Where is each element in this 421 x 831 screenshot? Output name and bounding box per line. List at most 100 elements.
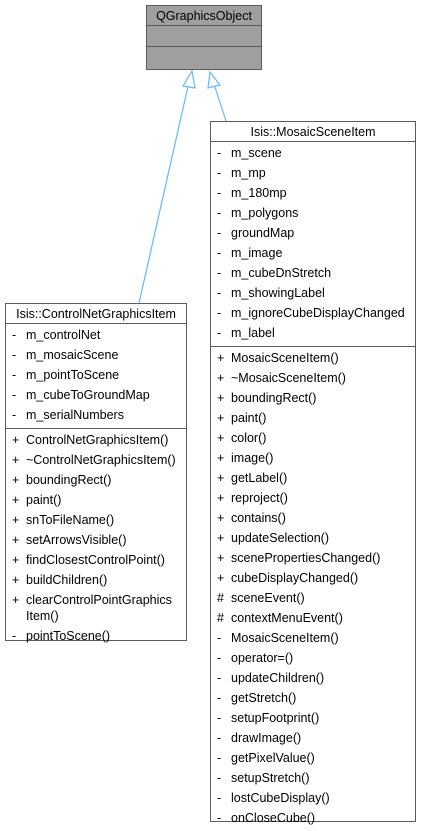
member-name: scenePropertiesChanged() (231, 551, 381, 565)
attribute-row[interactable]: -m_controlNet (6, 325, 186, 345)
methods-section: + MosaicSceneItem() + ~MosaicSceneItem() +bo… (211, 347, 415, 831)
method-row[interactable]: + reproject() (211, 488, 415, 508)
method-row[interactable]: +paint() (211, 408, 415, 428)
method-row[interactable]: -onCloseCube() (211, 808, 415, 828)
class-box-qgraphicsobject[interactable]: QGraphicsObject (146, 5, 262, 70)
member-name: ~MosaicSceneItem() (231, 371, 346, 385)
member-name: operator=() (231, 651, 294, 665)
member-name: m_mosaicScene (26, 348, 119, 362)
visibility-marker: + (217, 451, 225, 465)
member-name: snToFileName() (26, 513, 115, 527)
attribute-row[interactable]: -m_scene (211, 143, 415, 163)
visibility-marker: + (217, 351, 225, 365)
visibility-marker: - (12, 328, 17, 342)
class-box-control-net-graphics-item[interactable]: Isis::ControlNetGraphicsItem -m_controlN… (5, 303, 187, 643)
visibility-marker: - (217, 186, 222, 200)
method-row[interactable]: +clearControlPointGraphics Item() (6, 590, 186, 626)
method-row[interactable]: +scenePropertiesChanged() (211, 548, 415, 568)
method-row[interactable]: -updateChildren() (211, 668, 415, 688)
attribute-row[interactable]: -groundMap (211, 223, 415, 243)
method-row[interactable]: + ~MosaicSceneItem() (211, 368, 415, 388)
method-row[interactable]: +updateSelection() (211, 528, 415, 548)
member-name: lostCubeDisplay() (231, 791, 330, 805)
attributes-section: -m_controlNet-m_mosaicScene-m_pointToSce… (6, 324, 186, 429)
method-row[interactable]: -MosaicSceneItem() (211, 628, 415, 648)
method-row[interactable]: -getPixelValue() (211, 748, 415, 768)
visibility-marker: + (217, 371, 225, 385)
attribute-row[interactable]: -m_image (211, 243, 415, 263)
attribute-row[interactable]: -m_cubeToGroundMap (6, 385, 186, 405)
attribute-row[interactable]: -m_polygons (211, 203, 415, 223)
member-name: findClosestControlPoint() (26, 553, 165, 567)
method-row[interactable]: -lostCubeDisplay() (211, 788, 415, 808)
visibility-marker: - (217, 811, 222, 825)
member-name: setArrowsVisible() (26, 533, 127, 547)
method-row[interactable]: +snToFileName() (6, 510, 186, 530)
visibility-marker: + (12, 473, 20, 487)
attribute-row[interactable]: -m_ignoreCubeDisplayChanged (211, 303, 415, 323)
visibility-marker: + (217, 531, 225, 545)
visibility-marker: + (217, 431, 225, 445)
attribute-row[interactable]: -m_mp (211, 163, 415, 183)
method-row[interactable]: -drawImage() (211, 728, 415, 748)
attribute-row[interactable]: -m_cubeDnStretch (211, 263, 415, 283)
empty-attributes-section (147, 26, 261, 47)
visibility-marker: - (217, 246, 222, 260)
method-row[interactable]: +boundingRect() (6, 470, 186, 490)
member-name: getLabel() (231, 471, 288, 485)
attribute-row[interactable]: -m_mosaicScene (6, 345, 186, 365)
visibility-marker: - (217, 771, 222, 785)
method-row[interactable]: +findClosestControlPoint() (6, 550, 186, 570)
member-name: getPixelValue() (231, 751, 315, 765)
member-name: getStretch() (231, 691, 297, 705)
method-row[interactable]: +boundingRect() (211, 388, 415, 408)
visibility-marker: - (217, 266, 222, 280)
member-name: reproject() (231, 491, 288, 505)
visibility-marker: + (217, 491, 225, 505)
member-name: m_180mp (231, 186, 287, 200)
visibility-marker: + (217, 411, 225, 425)
visibility-marker: - (12, 388, 17, 402)
method-row[interactable]: + image() (211, 448, 415, 468)
member-name: m_showingLabel (231, 286, 325, 300)
method-row[interactable]: +contains() (211, 508, 415, 528)
class-box-mosaic-scene-item[interactable]: Isis::MosaicSceneItem -m_scene-m_mp-m_18… (210, 121, 416, 825)
method-row[interactable]: -pointToScene() (6, 626, 186, 646)
member-name: MosaicSceneItem() (231, 631, 339, 645)
visibility-marker: - (12, 348, 17, 362)
method-row[interactable]: -setupFootprint() (211, 708, 415, 728)
attribute-row[interactable]: -m_label (211, 323, 415, 343)
member-name: setupStretch() (231, 771, 310, 785)
method-row[interactable]: +paint() (6, 490, 186, 510)
method-row[interactable]: + getLabel() (211, 468, 415, 488)
attribute-row[interactable]: -m_showingLabel (211, 283, 415, 303)
method-row[interactable]: #sceneEvent() (211, 588, 415, 608)
member-name: onCloseCube() (231, 811, 316, 825)
member-name: sceneEvent() (231, 591, 305, 605)
method-row[interactable]: + buildChildren() (6, 570, 186, 590)
member-name: MosaicSceneItem() (231, 351, 339, 365)
member-name: drawImage() (231, 731, 302, 745)
method-row[interactable]: + MosaicSceneItem() (211, 348, 415, 368)
member-name: m_cubeDnStretch (231, 266, 332, 280)
method-row[interactable]: #contextMenuEvent() (211, 608, 415, 628)
method-row[interactable]: +~ControlNetGraphicsItem() (6, 450, 186, 470)
method-row[interactable]: -setupStretch() (211, 768, 415, 788)
class-title: Isis::ControlNetGraphicsItem (6, 304, 186, 324)
inheritance-edge-control-net (138, 81, 190, 304)
attribute-row[interactable]: -m_serialNumbers (6, 405, 186, 425)
visibility-marker: + (12, 573, 20, 587)
method-row[interactable]: +setArrowsVisible() (6, 530, 186, 550)
attribute-row[interactable]: -m_180mp (211, 183, 415, 203)
method-row[interactable]: -operator=() (211, 648, 415, 668)
member-name: m_serialNumbers (26, 408, 124, 422)
method-row[interactable]: +ControlNetGraphicsItem() (6, 430, 186, 450)
method-row[interactable]: +cubeDisplayChanged() (211, 568, 415, 588)
member-name: buildChildren() (26, 573, 108, 587)
method-row[interactable]: +color() (211, 428, 415, 448)
method-row[interactable]: -getStretch() (211, 688, 415, 708)
attribute-row[interactable]: -m_pointToScene (6, 365, 186, 385)
member-name: image() (231, 451, 274, 465)
visibility-marker: + (217, 471, 225, 485)
